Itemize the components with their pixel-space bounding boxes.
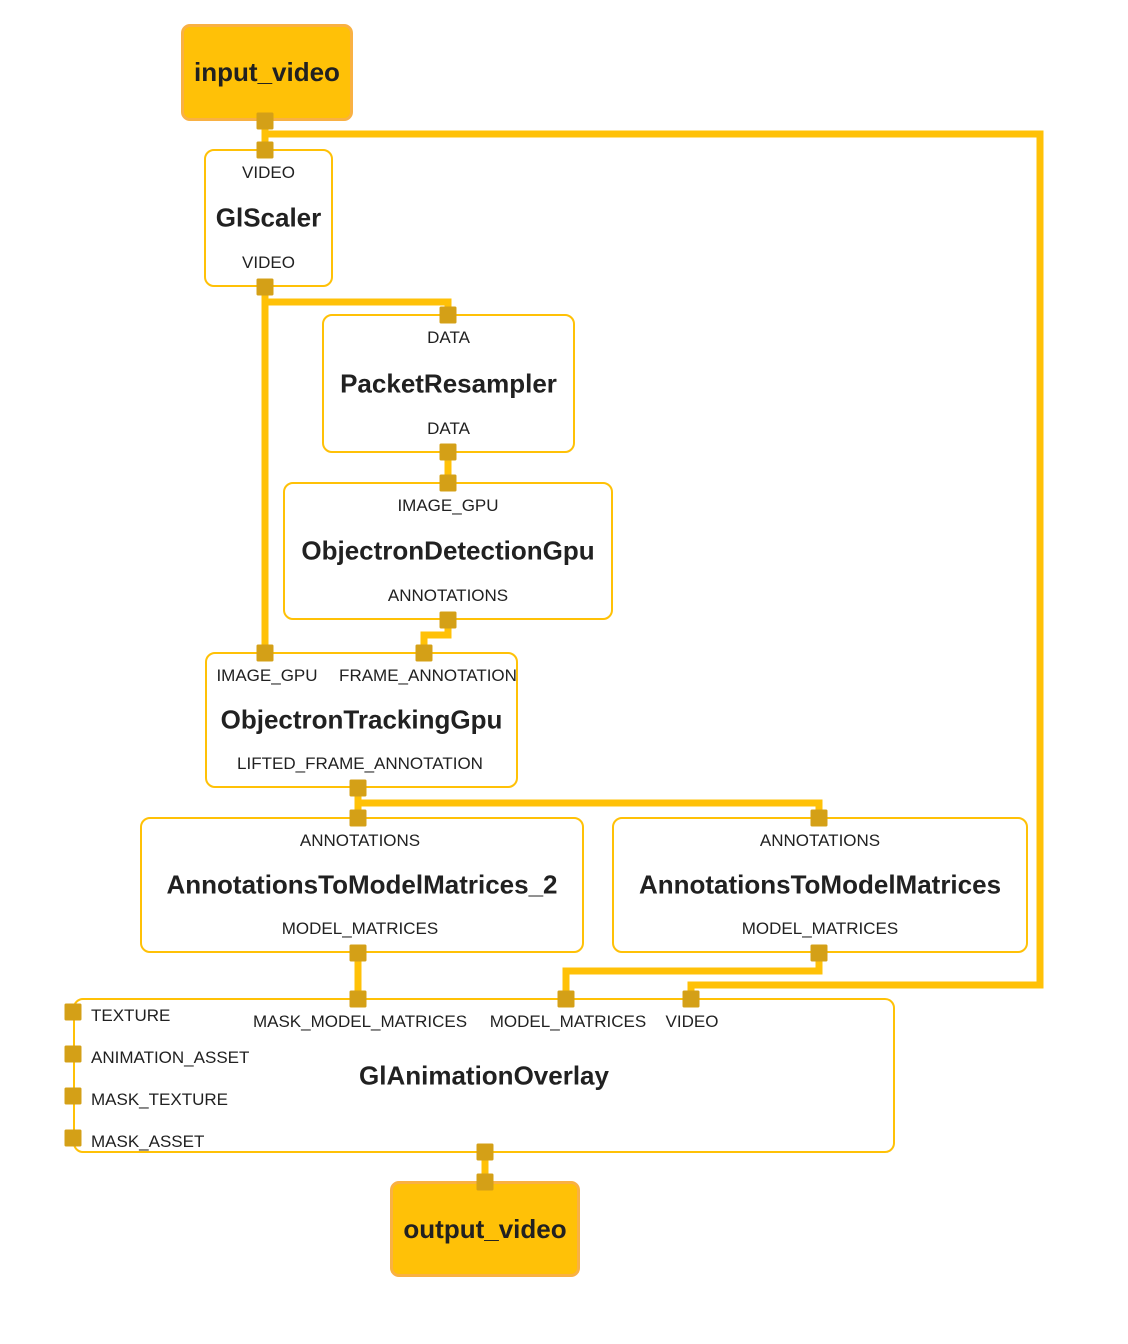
objectron-detection-output-label: ANNOTATIONS	[387, 586, 509, 605]
objectron-tracking-frame-annotation-label: FRAME_ANNOTATION	[339, 666, 517, 685]
atm-title: AnnotationsToModelMatrices	[638, 869, 1002, 900]
atm-input-label: ANNOTATIONS	[759, 831, 881, 850]
atm2-title: AnnotationsToModelMatrices_2	[166, 869, 558, 900]
objectron-tracking-output-label: LIFTED_FRAME_ANNOTATION	[237, 754, 483, 773]
gl-scaler-input-label: VIDEO	[242, 163, 295, 182]
gl-scaler-output-label: VIDEO	[242, 253, 295, 272]
node-objectron-tracking-gpu[interactable]: IMAGE_GPU FRAME_ANNOTATION ObjectronTrac…	[205, 652, 518, 788]
edge-detection-to-tracking-frame-annotation	[420, 620, 452, 653]
edge-atm-to-overlay-model-matrices	[562, 953, 823, 999]
objectron-detection-title: ObjectronDetectionGpu	[301, 535, 595, 566]
overlay-texture-label: TEXTURE	[91, 1006, 171, 1025]
objectron-detection-input-label: IMAGE_GPU	[397, 496, 499, 515]
overlay-title: GlAnimationOverlay	[359, 1060, 609, 1090]
packet-resampler-output-label: DATA	[427, 419, 470, 438]
node-gl-scaler[interactable]: VIDEO GlScaler VIDEO	[204, 149, 333, 287]
objectron-tracking-title: ObjectronTrackingGpu	[220, 704, 503, 735]
atm2-output-label: MODEL_MATRICES	[281, 919, 439, 938]
input-video-label: input_video	[194, 57, 340, 87]
node-objectron-detection-gpu[interactable]: IMAGE_GPU ObjectronDetectionGpu ANNOTATI…	[283, 482, 613, 620]
node-gl-animation-overlay[interactable]: MASK_MODEL_MATRICES MODEL_MATRICES VIDEO…	[73, 998, 895, 1153]
overlay-mask-model-matrices-label: MASK_MODEL_MATRICES	[252, 1012, 468, 1031]
node-annotations-to-model-matrices-2[interactable]: ANNOTATIONS AnnotationsToModelMatrices_2…	[140, 817, 584, 953]
overlay-animation-asset-label: ANIMATION_ASSET	[91, 1048, 250, 1067]
atm-output-label: MODEL_MATRICES	[741, 919, 899, 938]
packet-resampler-title: PacketResampler	[340, 368, 557, 398]
overlay-mask-asset-label: MASK_ASSET	[91, 1132, 205, 1151]
node-packet-resampler[interactable]: DATA PacketResampler DATA	[322, 314, 575, 453]
overlay-mask-texture-label: MASK_TEXTURE	[91, 1090, 228, 1109]
objectron-tracking-image-gpu-label: IMAGE_GPU	[216, 666, 318, 685]
atm2-input-label: ANNOTATIONS	[299, 831, 421, 850]
node-input-video[interactable]: input_video	[181, 24, 353, 121]
gl-scaler-title: GlScaler	[215, 202, 322, 233]
node-output-video[interactable]: output_video	[390, 1181, 580, 1277]
overlay-model-matrices-label: MODEL_MATRICES	[489, 1012, 647, 1031]
packet-resampler-input-label: DATA	[427, 328, 470, 347]
node-annotations-to-model-matrices[interactable]: ANNOTATIONS AnnotationsToModelMatrices M…	[612, 817, 1028, 953]
edge-tracking-to-atm	[358, 799, 823, 818]
output-video-label: output_video	[403, 1213, 567, 1244]
overlay-video-label: VIDEO	[665, 1012, 719, 1031]
